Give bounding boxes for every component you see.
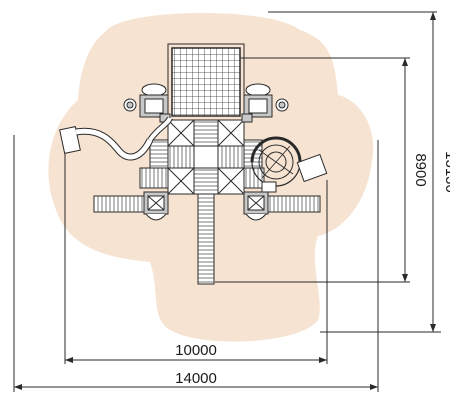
left-tube-slide <box>59 116 173 161</box>
upper-right-tower <box>243 83 289 118</box>
dim-label-overall-width: 14000 <box>175 370 217 387</box>
play-equipment <box>59 43 328 285</box>
dimension-lines <box>13 11 441 392</box>
central-ramp <box>197 193 215 285</box>
climbing-net <box>171 47 241 117</box>
central-platforms <box>139 113 265 195</box>
upper-left-tower <box>123 83 169 118</box>
lower-right-tower <box>243 191 269 221</box>
lower-left-tower <box>143 191 169 221</box>
right-spiral-slide <box>250 136 328 193</box>
dim-label-equipment-depth: 8900 <box>412 153 429 186</box>
left-ladder <box>93 195 145 213</box>
right-ladder <box>267 195 321 213</box>
dim-label-equipment-width: 10000 <box>175 342 217 359</box>
dim-label-overall-depth: 13130 <box>442 151 450 193</box>
dimension-arrows <box>14 12 436 390</box>
